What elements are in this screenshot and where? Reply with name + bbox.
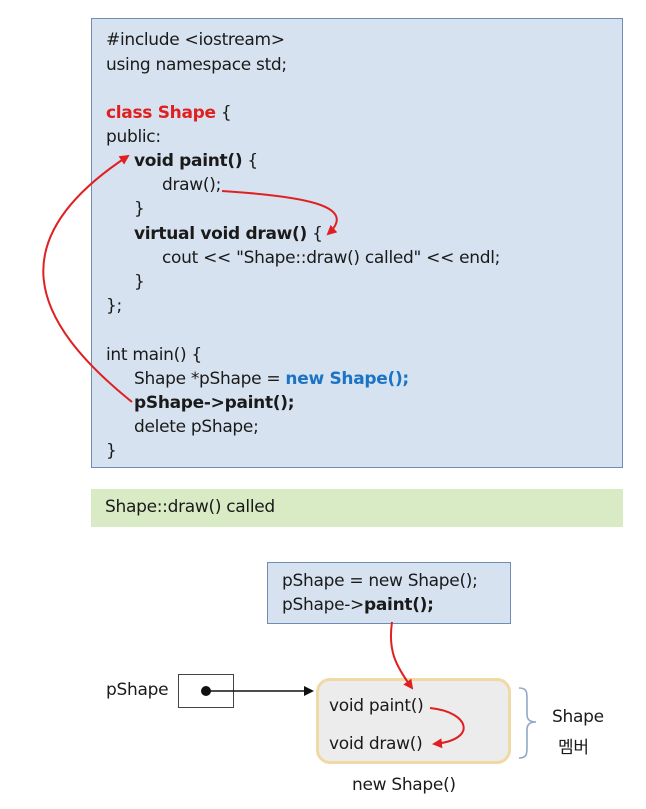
object-label: new Shape() [352,775,456,795]
code-line-public: public: [106,127,161,147]
code-line-class: class Shape { [106,101,232,125]
code-panel: #include <iostream> using namespace std;… [91,18,623,468]
code-text: { [215,103,232,123]
call-line-paint: pShape->paint(); [282,595,434,615]
code-line-brace: } [134,272,145,292]
pointer-label: pShape [106,680,169,700]
code-text: { [306,224,323,244]
code-line-delete: delete pShape; [134,417,259,437]
shape-object: void paint() void draw() [316,678,511,764]
code-line-paint: void paint() { [134,149,258,173]
code-line-paint-call: pShape->paint(); [134,393,295,413]
paint-signature: void paint() [134,151,243,171]
class-keyword: class Shape [106,103,216,123]
code-line-include: #include <iostream> [106,30,285,50]
member-brace [518,687,537,759]
code-line-namespace: using namespace std; [106,55,287,75]
member-paint: void paint() [329,696,424,716]
code-line-cout: cout << "Shape::draw() called" << endl; [162,248,501,268]
output-text: Shape::draw() called [105,497,275,517]
draw-signature: virtual void draw() [134,224,307,244]
member-draw: void draw() [329,734,423,754]
code-line-draw: virtual void draw() { [134,222,323,246]
output-panel: Shape::draw() called [91,489,623,527]
call-line-new: pShape = new Shape(); [282,571,478,591]
code-text: Shape *pShape = [134,369,286,389]
code-line-main: int main() { [106,345,202,365]
code-line-draw-call: draw(); [162,175,221,195]
code-text: { [242,151,258,171]
new-keyword: new Shape(); [285,369,409,389]
code-text: pShape-> [282,595,365,615]
group-label-shape: Shape [552,707,604,727]
code-line-brace: } [134,199,145,219]
paint-call: paint(); [364,595,434,615]
code-line-class-end: }; [106,296,122,316]
group-label-member: 멤버 [558,738,589,758]
call-panel: pShape = new Shape(); pShape->paint(); [267,562,511,624]
code-line-main-end: } [106,441,117,461]
code-line-new: Shape *pShape = new Shape(); [134,367,409,391]
pointer-variable-box [178,674,234,708]
